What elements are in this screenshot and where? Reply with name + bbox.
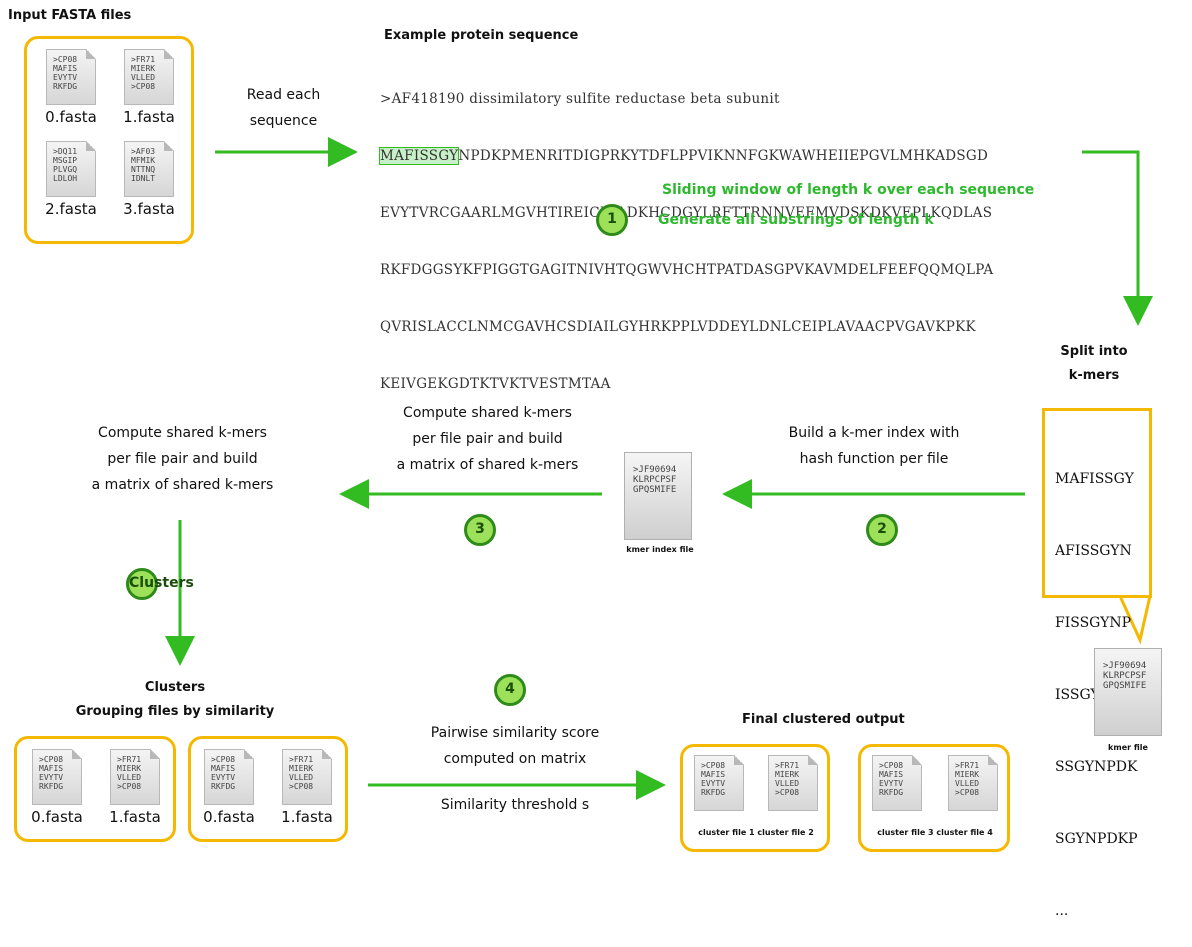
file-item[interactable]: >CP08 MAFIS EVYTV RKFDG — [865, 755, 929, 811]
output-group: >CP08 MAFIS EVYTV RKFDG >FR71 MIERK VLLE… — [858, 744, 1010, 852]
output-header: Final clustered output — [742, 712, 905, 727]
input-files-header: Input FASTA files — [8, 8, 132, 23]
file-icon: >FR71 MIERK VLLED >CP08 — [768, 755, 818, 811]
file-name: 0.fasta — [45, 108, 97, 126]
step-number-badge: 2 — [866, 514, 898, 546]
file-item[interactable]: >FR71 MIERK VLLED >CP08 1.fasta — [275, 749, 339, 826]
file-item[interactable]: >CP08 MAFIS EVYTV RKFDG — [687, 755, 751, 811]
sequence-block: >AF418190 dissimilatory sulfite reductas… — [378, 52, 994, 413]
kmer-item: FISSGYNP — [1055, 615, 1132, 631]
file-name: 0.fasta — [31, 808, 83, 826]
shared-kmers-label: Compute shared k-mers per file pair and … — [345, 400, 630, 478]
file-name: 3.fasta — [123, 200, 175, 218]
file-item[interactable]: >FR71 MIERK VLLED >CP08 1.fasta — [103, 749, 167, 826]
output-group: >CP08 MAFIS EVYTV RKFDG >FR71 MIERK VLLE… — [680, 744, 830, 852]
flow-arrows — [165, 137, 1153, 800]
sequence-line: QVRISLACCLNMCGAVHCSDIAILGYHRKPPLVDDEYLDN… — [380, 319, 976, 335]
threshold-label: Similarity threshold s — [440, 797, 590, 813]
matrix-description-line2: per file pair and build — [107, 451, 258, 467]
kmer-item: MAFISSGY — [1055, 471, 1134, 487]
arrow-to-kmers — [1082, 150, 1153, 326]
sequence-line: KEIVGEKGDTKTVKTVESTMTAA — [380, 376, 611, 392]
file-icon: >CP08 MAFIS EVYTV RKFDG — [694, 755, 744, 811]
step-number-badge: Clusters — [126, 568, 194, 600]
clusters-header-line2: Grouping files by similarity — [75, 704, 275, 719]
file-icon: >CP08 MAFIS EVYTV RKFDG — [46, 49, 96, 105]
file-item[interactable]: >FR71 MIERK VLLED >CP08 1.fasta — [117, 49, 181, 126]
file-icon: >FR71 MIERK VLLED >CP08 — [124, 49, 174, 105]
file-item[interactable]: >CP08 MAFIS EVYTV RKFDG 0.fasta — [39, 49, 103, 126]
file-item[interactable]: >FR71 MIERK VLLED >CP08 — [941, 755, 1005, 811]
kmer-index-file-name: kmer index file — [626, 545, 694, 554]
clusters-header-line1: Clusters — [144, 680, 206, 695]
clusters-header: Clusters Grouping files by similarity — [0, 676, 350, 724]
sequence-line: RKFDGGSYKFPIGGTGAGITNIVHTQGWVHCHTPATDASG… — [380, 262, 994, 278]
kmer-file-icon[interactable]: >JF90694 KLRPCPSF GPQSMIFE — [1094, 648, 1162, 736]
file-icon: >CP08 MAFIS EVYTV RKFDG — [32, 749, 82, 805]
similarity-label: Pairwise similarity score computed on ma… — [370, 720, 660, 772]
kmer-index-file-icon[interactable]: >JF90694 KLRPCPSF GPQSMIFE — [624, 452, 692, 540]
file-name: cluster file 1 — [698, 828, 755, 837]
shared-kmers-line3: a matrix of shared k-mers — [396, 457, 579, 473]
file-name: 1.fasta — [123, 108, 175, 126]
cluster-group: >CP08 MAFIS EVYTV RKFDG 0.fasta >FR71 MI… — [14, 736, 176, 842]
output-file-names: cluster file 1 cluster file 2 — [683, 828, 829, 837]
input-files-group: >CP08 MAFIS EVYTV RKFDG 0.fasta >FR71 MI… — [24, 36, 194, 244]
kmers-callout: MAFISSGY AFISSGYN FISSGYNP ISSGYNPD SSGY… — [1042, 408, 1152, 919]
step-number-badge: 3 — [464, 514, 496, 546]
sliding-window-note: Sliding window of length k over each seq… — [662, 182, 1035, 198]
file-icon: >CP08 MAFIS EVYTV RKFDG — [204, 749, 254, 805]
kmer-item: ... — [1055, 903, 1069, 919]
sequence-id: >AF418190 dissimilatory sulfite reductas… — [380, 91, 780, 107]
file-icon: >FR71 MIERK VLLED >CP08 — [110, 749, 160, 805]
kmer-item: SSGYNPDK — [1055, 759, 1138, 775]
similarity-line1: Pairwise similarity score — [430, 725, 600, 741]
similarity-line2: computed on matrix — [443, 751, 587, 767]
matrix-description-line1: Compute shared k-mers — [98, 425, 267, 441]
shared-kmers-line1: Compute shared k-mers — [403, 405, 572, 421]
step-number-badge: 4 — [494, 674, 526, 706]
file-name: 2.fasta — [45, 200, 97, 218]
file-icon: >DQ11 MSGIP PLVGQ LDLOH — [46, 141, 96, 197]
kmer-item: SGYNPDKP — [1055, 831, 1138, 847]
shared-kmers-line2: per file pair and build — [412, 431, 563, 447]
read-sequence-line2: sequence — [249, 113, 318, 129]
file-name: cluster file 4 — [936, 828, 993, 837]
kmers-header: Split into k-mers — [1030, 340, 1158, 388]
kmer-highlight: MAFISSGY — [378, 147, 460, 165]
file-item[interactable]: >FR71 MIERK VLLED >CP08 — [761, 755, 825, 811]
read-sequence-line1: Read each — [246, 87, 321, 103]
file-icon: >AF03 MFMIK NTTNQ IDNLT — [124, 141, 174, 197]
matrix-description: Compute shared k-mers per file pair and … — [30, 420, 335, 498]
kmer-index-label: Build a k-mer index with hash function p… — [726, 420, 1022, 472]
kmer-file-name: kmer file — [1108, 743, 1148, 752]
kmer-index-line1: Build a k-mer index with — [788, 425, 960, 441]
file-name: 1.fasta — [109, 808, 161, 826]
file-name: cluster file 2 — [757, 828, 814, 837]
kmer-item: AFISSGYN — [1055, 543, 1132, 559]
file-icon: >FR71 MIERK VLLED >CP08 — [282, 749, 332, 805]
file-item[interactable]: >CP08 MAFIS EVYTV RKFDG 0.fasta — [197, 749, 261, 826]
file-name: 0.fasta — [203, 808, 255, 826]
kmers-header-line2: k-mers — [1068, 368, 1120, 383]
sequence-header: Example protein sequence — [384, 28, 579, 43]
kmer-index-line2: hash function per file — [799, 451, 949, 467]
file-item[interactable]: >CP08 MAFIS EVYTV RKFDG 0.fasta — [25, 749, 89, 826]
file-icon: >FR71 MIERK VLLED >CP08 — [948, 755, 998, 811]
step-number-badge: 1 — [596, 204, 628, 236]
file-name: cluster file 3 — [877, 828, 934, 837]
matrix-description-line3: a matrix of shared k-mers — [91, 477, 274, 493]
file-name: 1.fasta — [281, 808, 333, 826]
file-item[interactable]: >AF03 MFMIK NTTNQ IDNLT 3.fasta — [117, 141, 181, 218]
cluster-group: >CP08 MAFIS EVYTV RKFDG 0.fasta >FR71 MI… — [188, 736, 348, 842]
sequence-line: NPDKPMENRITDIGPRKYTDFLPPVIKNNFGKWAWHEIIE… — [458, 148, 989, 164]
output-file-names: cluster file 3 cluster file 4 — [861, 828, 1009, 837]
substrings-note: Generate all substrings of length k — [658, 212, 934, 228]
kmers-header-line1: Split into — [1060, 344, 1128, 359]
file-item[interactable]: >DQ11 MSGIP PLVGQ LDLOH 2.fasta — [39, 141, 103, 218]
read-sequence-label: Read each sequence — [216, 82, 351, 134]
file-icon: >CP08 MAFIS EVYTV RKFDG — [872, 755, 922, 811]
sequence-line: EVYTVRCGAARLMGVHTIREICDIADKHCDGYLRFTTRNN… — [380, 205, 993, 221]
